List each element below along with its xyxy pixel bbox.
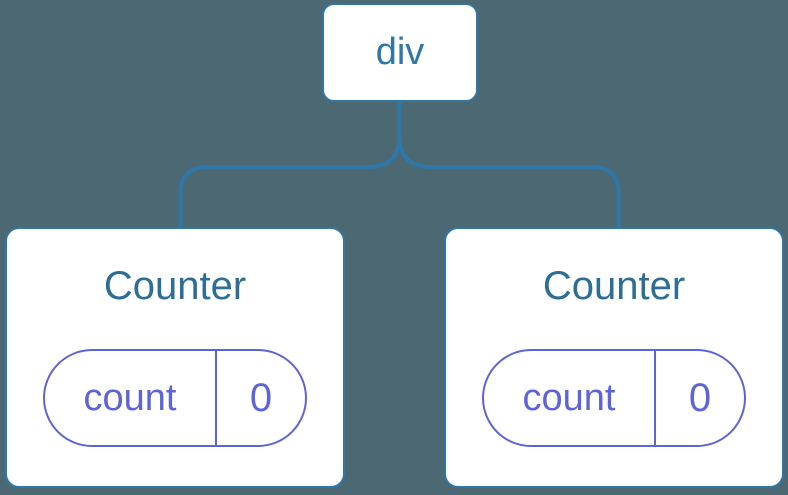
root-node-label: div [375,31,425,73]
tree-node-counter-right: Counter count 0 [444,227,784,488]
state-value: 0 [249,375,273,420]
state-pill: count 0 [482,349,746,447]
connector-branch-left [178,102,402,227]
tree-node-counter-left: Counter count 0 [5,227,345,488]
tree-node-root: div [322,3,478,102]
counter-title: Counter [103,264,247,308]
counter-title: Counter [542,264,686,308]
connector-branch-right [397,102,621,227]
state-value: 0 [688,375,712,420]
state-pill: count 0 [43,349,307,447]
state-key-label: count [484,351,656,445]
state-key-label: count [45,351,217,445]
